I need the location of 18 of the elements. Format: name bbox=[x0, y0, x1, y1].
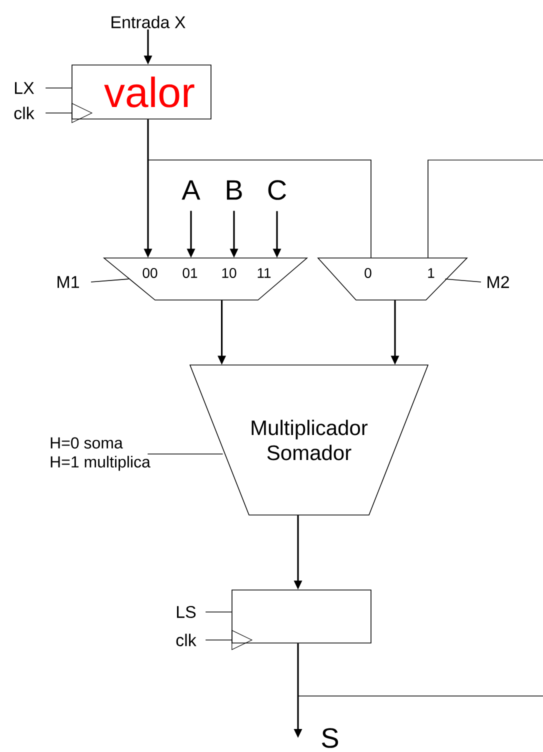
signal-label: M2 bbox=[488, 276, 509, 288]
wire bbox=[444, 278, 482, 282]
signal-label: Entrada X bbox=[112, 16, 186, 28]
signal-label: clk bbox=[176, 634, 196, 646]
signal-label: clk bbox=[14, 106, 34, 120]
register-box: valor bbox=[72, 64, 212, 120]
input-label: A bbox=[182, 180, 200, 200]
input-label: B bbox=[226, 180, 242, 200]
wire bbox=[90, 278, 130, 282]
wire bbox=[298, 160, 543, 696]
output-label: S bbox=[322, 728, 338, 748]
wire bbox=[148, 119, 372, 258]
signal-label: LS bbox=[177, 606, 196, 618]
signal-label: LX bbox=[15, 82, 34, 94]
register-box bbox=[232, 590, 372, 644]
signal-label: M1 bbox=[58, 276, 79, 288]
input-label: C bbox=[268, 180, 286, 200]
signal-label: H=0 soma H=1 multiplica bbox=[50, 437, 150, 471]
